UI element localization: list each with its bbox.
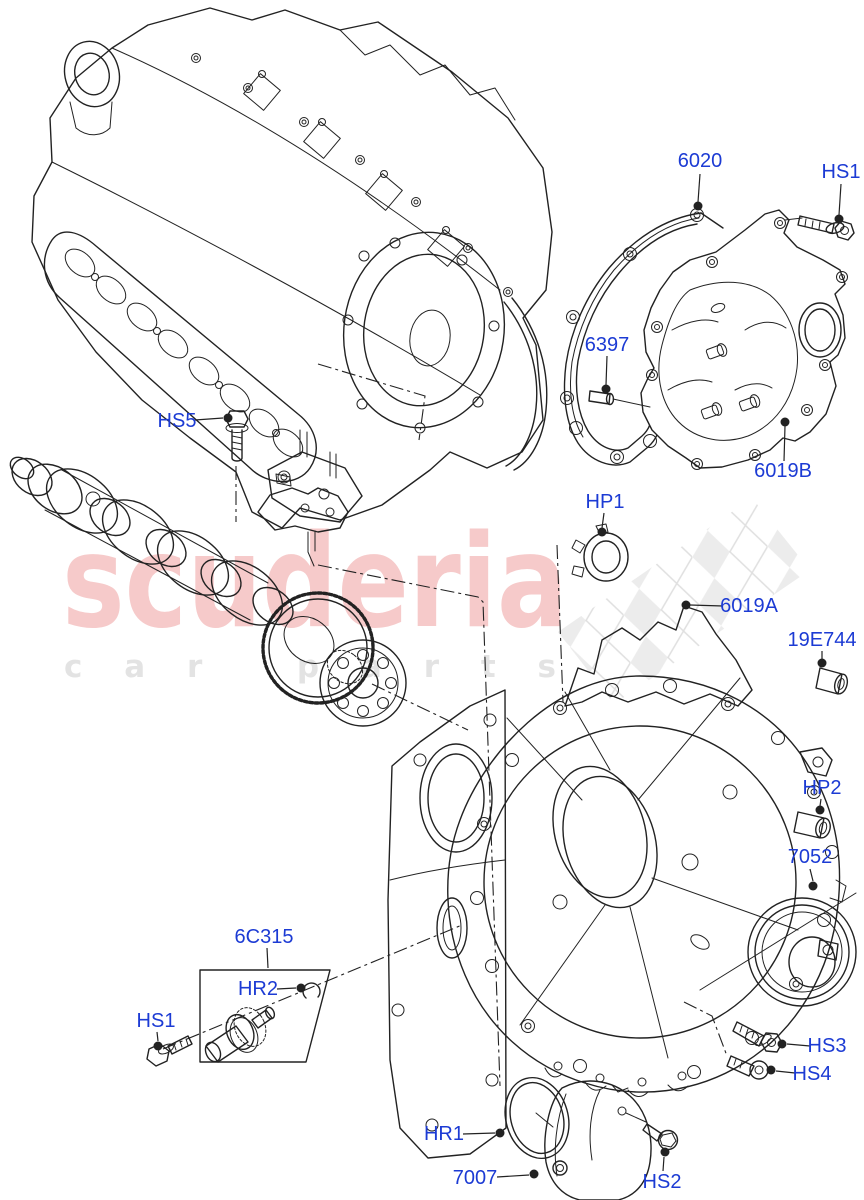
mount-bracket-drawing — [257, 473, 349, 567]
bolt-hs1-cover-drawing — [784, 215, 855, 241]
bolt-hs4-drawing — [726, 1055, 769, 1080]
callout-hs4[interactable]: HS4 — [792, 1063, 832, 1085]
callout-hs2[interactable]: HS2 — [642, 1171, 682, 1193]
assembly-phantom-lines — [162, 363, 728, 1087]
bolt-hs1-sensor-drawing — [146, 1035, 193, 1067]
bolt-hs3-drawing — [732, 1021, 783, 1053]
callout-hs1-sensor-bolt[interactable]: HS1 — [136, 1010, 176, 1032]
callout-leader-lines — [153, 173, 844, 1179]
callout-7052[interactable]: 7052 — [787, 846, 833, 868]
seal-7052-drawing — [747, 897, 857, 1007]
callout-6c315[interactable]: 6C315 — [234, 926, 294, 948]
cover-7007-drawing — [544, 1080, 652, 1200]
stud-6397-drawing — [588, 390, 651, 408]
callout-hp1[interactable]: HP1 — [585, 491, 625, 513]
bolt-hs2-drawing — [625, 1112, 679, 1151]
timing-cover-6019b-drawing — [640, 209, 848, 470]
callout-6019a[interactable]: 6019A — [720, 595, 778, 617]
watermark: scuderia car parts — [62, 498, 810, 704]
bushing-hp2-drawing — [793, 811, 831, 839]
callout-hp2[interactable]: HP2 — [802, 777, 842, 799]
watermark-brand-text: scuderia — [62, 508, 568, 657]
oring-hr1-drawing — [504, 1076, 570, 1160]
gasket-6020-drawing — [560, 208, 724, 466]
callout-hs1-cover-bolt[interactable]: HS1 — [821, 161, 861, 183]
camshaft-drawing — [9, 456, 407, 727]
callout-hs3[interactable]: HS3 — [807, 1035, 847, 1057]
callout-hr2[interactable]: HR2 — [237, 978, 279, 1000]
callout-7007[interactable]: 7007 — [452, 1167, 498, 1189]
callout-hs5[interactable]: HS5 — [157, 410, 197, 432]
callout-6397[interactable]: 6397 — [584, 334, 630, 356]
callout-19e744[interactable]: 19E744 — [787, 629, 857, 651]
callout-6019b[interactable]: 6019B — [754, 460, 812, 482]
watermark-tagline-text: car parts — [64, 649, 556, 685]
bushing-19e744-drawing — [815, 667, 849, 695]
callout-6020[interactable]: 6020 — [677, 150, 723, 172]
callout-hr1[interactable]: HR1 — [423, 1123, 465, 1145]
engine-block-drawing — [31, 7, 553, 529]
